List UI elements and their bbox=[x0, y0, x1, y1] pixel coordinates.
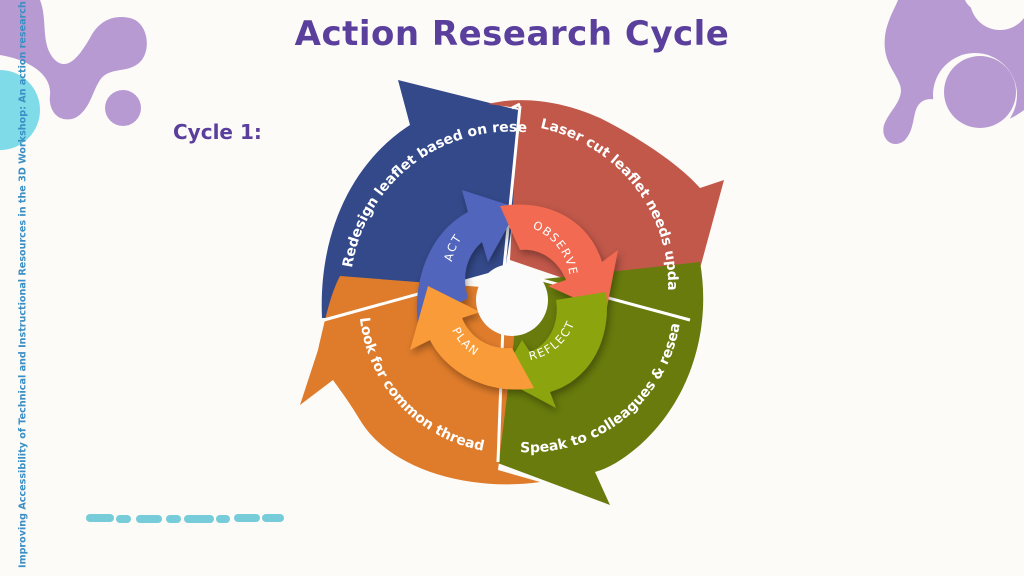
purple-circle-right bbox=[944, 56, 1016, 128]
dashed-line-decoration bbox=[86, 514, 284, 523]
outer-arrow-redesign bbox=[321, 80, 530, 318]
outer-arrow-laser-cut bbox=[488, 100, 724, 320]
cyan-circle-left bbox=[0, 70, 40, 150]
inner-arrow-observe bbox=[500, 204, 618, 312]
cycle-label: Cycle 1: bbox=[173, 120, 262, 144]
inner-arrow-plan bbox=[410, 286, 534, 390]
inner-arrow-act bbox=[416, 190, 518, 326]
purple-blob-top-left bbox=[0, 0, 147, 126]
page-title: Action Research Cycle bbox=[294, 14, 730, 54]
outer-arrow-look-for bbox=[300, 276, 540, 485]
cream-circle-top-right bbox=[970, 0, 1024, 30]
inner-cycle-center bbox=[476, 264, 548, 336]
outer-arrow-speak bbox=[495, 262, 704, 505]
